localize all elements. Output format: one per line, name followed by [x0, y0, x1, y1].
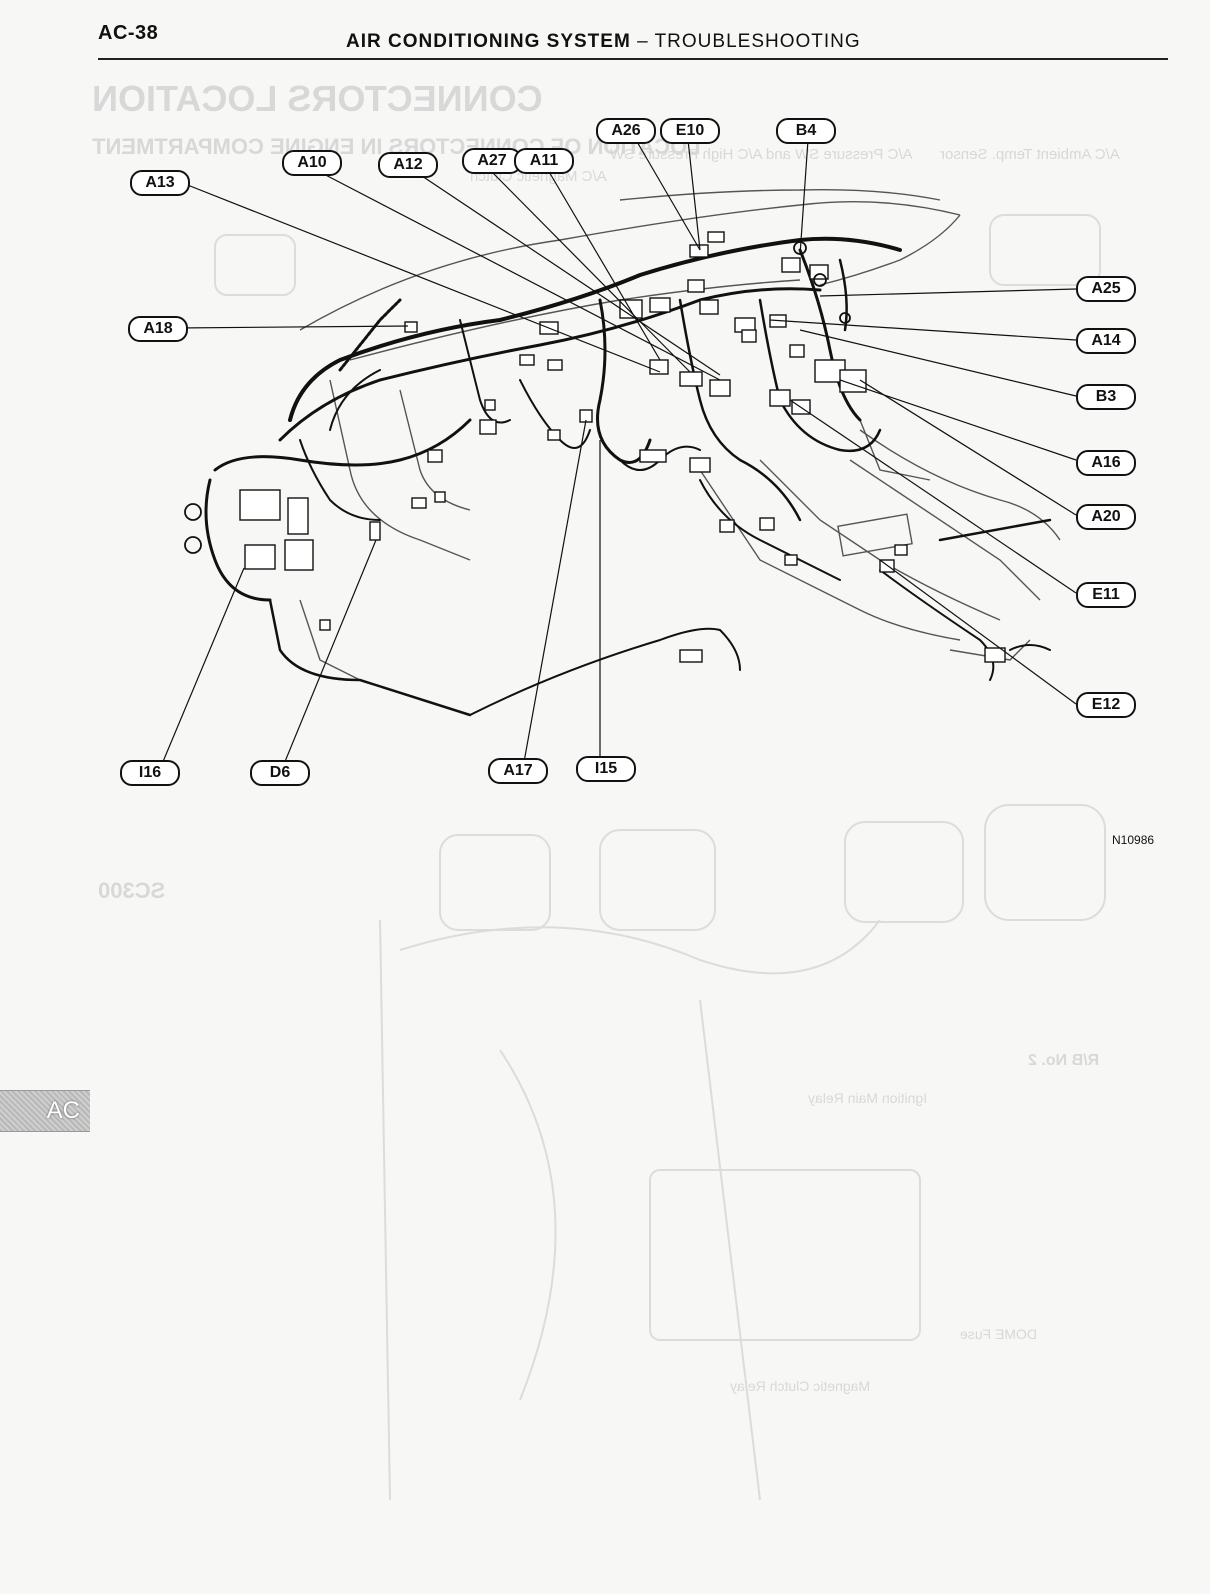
callout-a20: A20: [1076, 504, 1136, 530]
callout-a25: A25: [1076, 276, 1136, 302]
page-title-separator: –: [630, 31, 655, 52]
callout-a26: A26: [596, 118, 656, 144]
callout-i16: I16: [120, 760, 180, 786]
page-title-sub: TROUBLESHOOTING: [654, 31, 861, 52]
grommets: [184, 241, 851, 554]
callout-a12: A12: [378, 152, 438, 178]
callout-e10: E10: [660, 118, 720, 144]
callout-a13: A13: [130, 170, 190, 196]
callout-e11: E11: [1076, 582, 1136, 608]
callout-a11: A11: [514, 148, 574, 174]
leader-lines: [161, 139, 1077, 765]
callout-a17: A17: [488, 758, 548, 784]
callout-a27: A27: [462, 148, 522, 174]
page-title: AIR CONDITIONING SYSTEM – TROUBLESHOOTIN…: [346, 31, 861, 53]
side-tab-label: AC: [46, 1097, 80, 1124]
header-rule: [98, 58, 1168, 60]
callout-a16: A16: [1076, 450, 1136, 476]
harness-cables: [204, 236, 1052, 717]
page-number: AC-38: [98, 22, 159, 44]
callout-d6: D6: [250, 760, 310, 786]
callout-a14: A14: [1076, 328, 1136, 354]
callout-b4: B4: [776, 118, 836, 144]
figure-code: N10986: [1112, 833, 1155, 847]
callout-b3: B3: [1076, 384, 1136, 410]
callout-a10: A10: [282, 150, 342, 176]
section-side-tab: AC: [0, 1090, 90, 1132]
callout-i15: I15: [576, 756, 636, 782]
wiring-harness-diagram: [161, 139, 1077, 765]
callout-e12: E12: [1076, 692, 1136, 718]
page-title-main: AIR CONDITIONING SYSTEM: [346, 31, 631, 52]
callout-a18: A18: [128, 316, 188, 342]
